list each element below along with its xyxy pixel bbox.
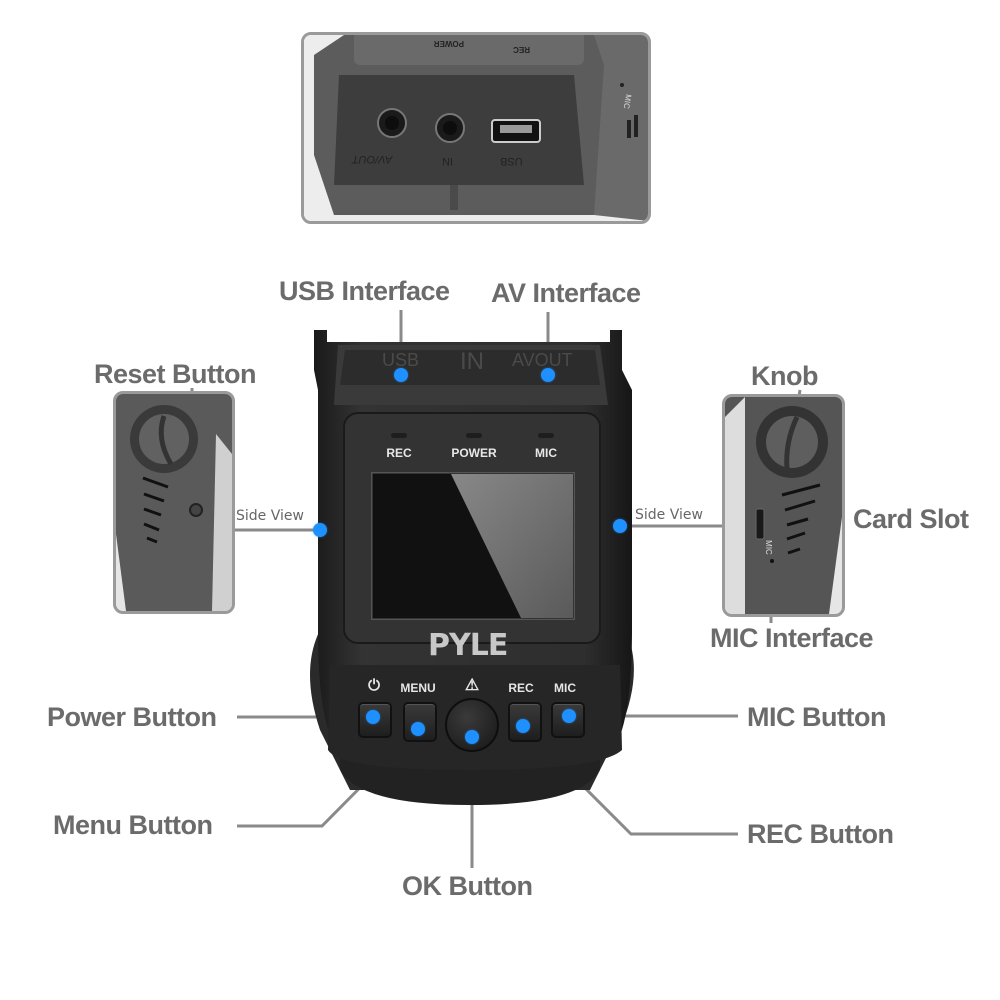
port-label-usb: USB: [382, 350, 420, 370]
left-side-illustration: [116, 394, 232, 611]
right-side-illustration: [725, 397, 842, 614]
marker-left-side: [313, 523, 327, 537]
ok-button[interactable]: [445, 698, 499, 752]
left-side-view-photo: [113, 391, 235, 614]
port-label-avout: AVOUT: [512, 350, 573, 370]
port-label-in: IN: [460, 348, 484, 375]
top-port-photo: POWER REC AV/OUT IN USB MIC: [301, 32, 651, 224]
callout-av-interface: AV Interface: [491, 278, 641, 308]
callout-mic-interface: MIC Interface: [710, 623, 874, 653]
marker-ok: [465, 730, 479, 744]
callout-card-slot: Card Slot: [853, 504, 969, 534]
marker-power: [366, 710, 380, 724]
callout-knob: Knob: [751, 361, 818, 391]
callout-power-button: Power Button: [47, 702, 217, 732]
callout-usb-interface: USB Interface: [279, 276, 450, 306]
callout-ok-button: OK Button: [402, 871, 533, 901]
led-label-rec: REC: [386, 446, 412, 460]
marker-rec: [516, 719, 530, 733]
led-label-mic: MIC: [535, 446, 557, 460]
power-icon: ⏻: [368, 677, 380, 694]
emergency-icon: ⚠: [464, 677, 480, 694]
callout-mic-button: MIC Button: [747, 702, 886, 732]
svg-text:REC: REC: [513, 45, 530, 54]
right-side-view-caption: Side View: [635, 507, 703, 523]
port-photo-illustration: POWER REC: [304, 35, 648, 221]
marker-usb: [394, 368, 408, 382]
marker-av: [541, 368, 555, 382]
marker-menu: [411, 722, 425, 736]
callout-reset-button: Reset Button: [94, 359, 257, 389]
brand-logo: PYLE: [428, 628, 508, 663]
button-label-mic: MIC: [554, 681, 576, 695]
lcd-screen: [371, 472, 575, 620]
mic-button[interactable]: [551, 702, 585, 738]
mic-mark: MIC: [763, 540, 773, 555]
callout-rec-button: REC Button: [747, 819, 894, 849]
svg-text:POWER: POWER: [434, 39, 464, 48]
led-label-power: POWER: [451, 446, 497, 460]
marker-mic: [562, 709, 576, 723]
callout-menu-button: Menu Button: [53, 810, 213, 840]
marker-right-side: [613, 519, 627, 533]
left-side-view-caption: Side View: [236, 508, 304, 524]
dashcam-device: USB IN AVOUT REC POWER MIC PYLE ⏻ MENU ⚠…: [300, 330, 650, 810]
right-side-view-photo: MIC: [722, 394, 845, 617]
button-label-menu: MENU: [400, 681, 436, 695]
button-label-rec: REC: [508, 681, 534, 695]
